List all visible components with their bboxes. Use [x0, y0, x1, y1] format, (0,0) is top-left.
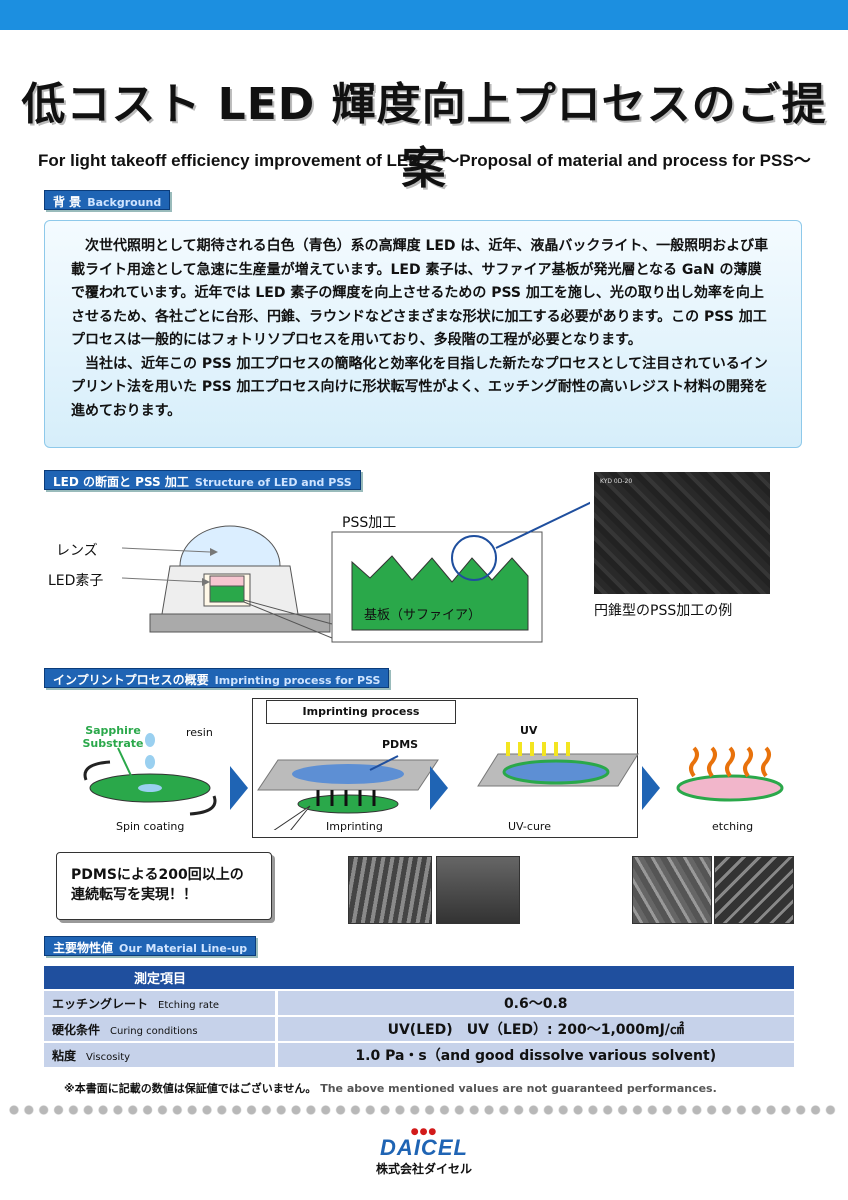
- sem-caption: 円錐型のPSS加工の例: [594, 603, 733, 619]
- sem-photo-etched-1: [632, 856, 712, 924]
- table-row: 粘度 Viscosity 1.0 Pa・s（and good dissolve v…: [44, 1042, 794, 1069]
- section-label-jp: 主要物性値: [53, 941, 114, 955]
- background-text-box: 次世代照明として期待される白色（青色）系の高輝度 LED は、近年、液晶バックラ…: [44, 220, 802, 448]
- pdms-pointer: [369, 755, 399, 771]
- process-step-arrow: [642, 766, 660, 810]
- table-row: エッチングレート Etching rate 0.6～0.8: [44, 990, 794, 1017]
- zoom-line: [243, 601, 333, 639]
- pss-zoom-circle: [451, 535, 497, 581]
- section-label-en: Imprinting process for PSS: [214, 674, 381, 687]
- row-value: 1.0 Pa・s（and good dissolve various solve…: [276, 1042, 794, 1069]
- top-color-bar: [0, 0, 848, 30]
- pdms-callout: PDMSによる200回以上の連続転写を実現！！: [56, 852, 272, 920]
- spin-arrow-left: [83, 760, 111, 781]
- section-label-en: Background: [87, 196, 162, 209]
- page-title: 低コスト LED 輝度向上プロセスのご提案: [21, 79, 827, 194]
- page-subtitle: For light takeoff efficiency improvement…: [38, 151, 811, 170]
- imprint-substrate: [297, 794, 399, 814]
- step-spin-coating-label: Spin coating: [116, 820, 185, 833]
- material-properties-table: 測定項目 エッチングレート Etching rate 0.6～0.8 硬化条件 Cu…: [44, 966, 794, 1069]
- zoom-line: [243, 599, 333, 625]
- lens-pointer-arrow: [210, 548, 218, 556]
- row-label-en: Etching rate: [158, 999, 220, 1011]
- row-value: 0.6～0.8: [276, 990, 794, 1017]
- table-header-row: 測定項目: [44, 966, 794, 991]
- substrate-label: 基板（サファイア）: [364, 608, 482, 623]
- section-label-materials: 主要物性値 Our Material Line-up: [44, 936, 257, 956]
- sem-photo-imprint-2: [436, 856, 520, 924]
- etched-substrate: [676, 774, 784, 802]
- disclaimer-jp: ※本書面に記載の数値は保証値ではございません。: [64, 1082, 317, 1095]
- section-label-en: Our Material Line-up: [119, 942, 248, 955]
- pss-label: PSS加工: [342, 515, 397, 531]
- led-base-plate: [149, 613, 331, 633]
- background-paragraph-2: 当社は、近年この PSS 加工プロセスの簡略化と効率化を目指した新たなプロセスと…: [71, 355, 768, 419]
- row-label-en: Viscosity: [86, 1051, 131, 1063]
- section-label-background: 背 景 Background: [44, 190, 171, 210]
- dotted-divider: [8, 1104, 840, 1116]
- section-label-jp: インプリントプロセスの概要: [53, 673, 209, 687]
- imprint-press-arrows: [316, 790, 376, 806]
- sapphire-substrate-label: Sapphire Substrate: [82, 724, 144, 750]
- pdms-label: PDMS: [382, 738, 419, 751]
- spin-arrow-right: [189, 795, 217, 816]
- table-header-value: [276, 966, 794, 991]
- section-label-structure: LED の断面と PSS 加工 Structure of LED and PSS: [44, 470, 361, 490]
- uv-rays-icon: [506, 742, 570, 756]
- logo-dots: ●●●: [410, 1127, 438, 1137]
- chip-pointer-arrow: [202, 578, 210, 586]
- pss-substrate-shape: [351, 555, 529, 631]
- row-label: エッチングレート Etching rate: [44, 990, 278, 1017]
- table-row: 硬化条件 Curing conditions UV(LED) UV（LED）: 2…: [44, 1016, 794, 1043]
- sem-image-mark: KYD 0D-20: [600, 478, 633, 485]
- row-label: 粘度 Viscosity: [44, 1042, 278, 1069]
- uv-cured-mold: [502, 759, 610, 785]
- row-label-jp: 硬化条件: [52, 1022, 101, 1037]
- process-step-arrow: [430, 766, 448, 810]
- resin-label: resin: [186, 726, 213, 739]
- sem-photo-etched-2: [714, 856, 794, 924]
- callout-pointer: [273, 805, 311, 830]
- section-label-jp: 背 景: [53, 195, 82, 209]
- disclaimer-note: ※本書面に記載の数値は保証値ではございません。 The above mentio…: [64, 1080, 717, 1096]
- sem-image-cone-pss: [594, 472, 770, 594]
- led-structure-diagram: [121, 501, 590, 643]
- row-value: UV(LED) UV（LED）: 200～1,000mJ/㎠: [276, 1016, 794, 1043]
- led-chip-layer: [209, 575, 245, 587]
- chip-pointer-line: [121, 577, 207, 583]
- sem-photo-imprint-1: [348, 856, 432, 924]
- imprinting-process-title: Imprinting process: [266, 700, 456, 724]
- led-chip-substrate: [209, 585, 245, 603]
- process-step-arrow: [230, 766, 248, 810]
- section-label-process: インプリントプロセスの概要 Imprinting process for PSS: [44, 668, 390, 688]
- uv-label: UV: [520, 724, 538, 737]
- company-logo: ●●● DAICEL 株式会社ダイセル: [370, 1128, 478, 1184]
- step-imprinting-label: Imprinting: [326, 820, 383, 833]
- section-label-jp: LED の断面と PSS 加工: [53, 475, 189, 489]
- row-label-jp: エッチングレート: [52, 996, 149, 1011]
- resin-drop-icon: [145, 755, 155, 769]
- etching-flame-icon: [689, 746, 771, 778]
- table-header-item: 測定項目: [44, 966, 276, 991]
- row-label-en: Curing conditions: [110, 1025, 198, 1037]
- pdms-mold: [292, 764, 404, 784]
- background-paragraph-1: 次世代照明として期待される白色（青色）系の高輝度 LED は、近年、液晶バックラ…: [71, 238, 769, 348]
- logo-wordmark: DAICEL: [380, 1135, 468, 1160]
- row-label-jp: 粘度: [52, 1048, 77, 1063]
- step-etching-label: etching: [712, 820, 754, 833]
- led-chip-label: LED素子: [48, 573, 104, 589]
- company-name: 株式会社ダイセル: [375, 1162, 472, 1176]
- section-label-en: Structure of LED and PSS: [194, 476, 352, 489]
- sapphire-pointer: [117, 747, 135, 783]
- process-diagram: [83, 733, 784, 830]
- pss-zoom-line: [495, 501, 590, 549]
- lens-label: レンズ: [56, 543, 98, 559]
- lens-pointer-line: [121, 547, 211, 553]
- step-uv-cure-label: UV-cure: [508, 820, 551, 833]
- row-label: 硬化条件 Curing conditions: [44, 1016, 278, 1043]
- led-lens-dome: [179, 525, 281, 567]
- resin-drop-icon: [145, 733, 155, 747]
- spin-resin-drop: [138, 784, 162, 792]
- disclaimer-en: The above mentioned values are not guara…: [320, 1082, 717, 1095]
